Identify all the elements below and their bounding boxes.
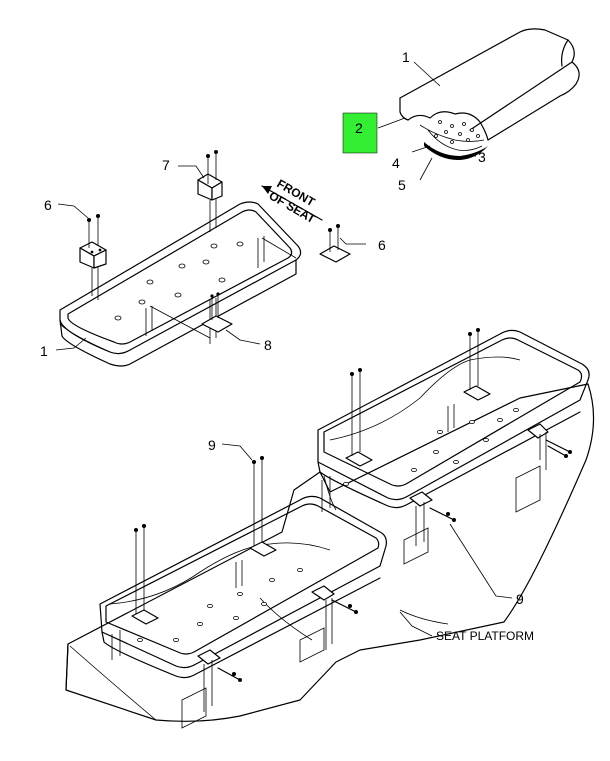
foam-texture — [434, 120, 480, 144]
callout-3: 3 — [478, 149, 486, 165]
seat-platform-label: SEAT PLATFORM — [436, 629, 534, 643]
callout-1-cushion: 1 — [402, 49, 410, 65]
callout-2-highlight[interactable] — [342, 112, 378, 154]
callout-9-right: 9 — [516, 591, 524, 607]
front-seat-tray — [99, 456, 387, 729]
callout-8: 8 — [264, 337, 272, 353]
rear-seat-tray — [317, 328, 590, 565]
callout-2[interactable]: 2 — [355, 120, 363, 136]
callout-7: 7 — [162, 157, 170, 173]
seat-pan-holes — [114, 241, 244, 321]
bracket-8-bottom — [201, 292, 233, 333]
front-tray-holes — [137, 568, 303, 643]
side-screws-front — [217, 599, 358, 682]
callout-6-left: 6 — [44, 197, 52, 213]
callout-1-pan: 1 — [40, 343, 48, 359]
callout-6-right: 6 — [378, 237, 386, 253]
front-of-seat-arrow: FRONT OF SEAT — [261, 176, 323, 226]
rear-tray-holes — [343, 407, 519, 486]
callout-9-top: 9 — [208, 437, 216, 453]
callout-4: 4 — [392, 155, 400, 171]
side-screws-rear — [429, 439, 572, 522]
seat-platform-assembly: 9 9 SEAT PLATFORM — [65, 328, 595, 729]
bracket-6-left — [79, 214, 107, 300]
seat-cushion-detail: 1 2 3 4 5 — [342, 28, 580, 193]
bracket-7-top — [197, 150, 223, 232]
callout-5: 5 — [398, 177, 406, 193]
seat-pan-exploded: FRONT OF SEAT 6 7 6 8 1 — [40, 150, 386, 367]
bracket-6-right — [319, 224, 351, 263]
